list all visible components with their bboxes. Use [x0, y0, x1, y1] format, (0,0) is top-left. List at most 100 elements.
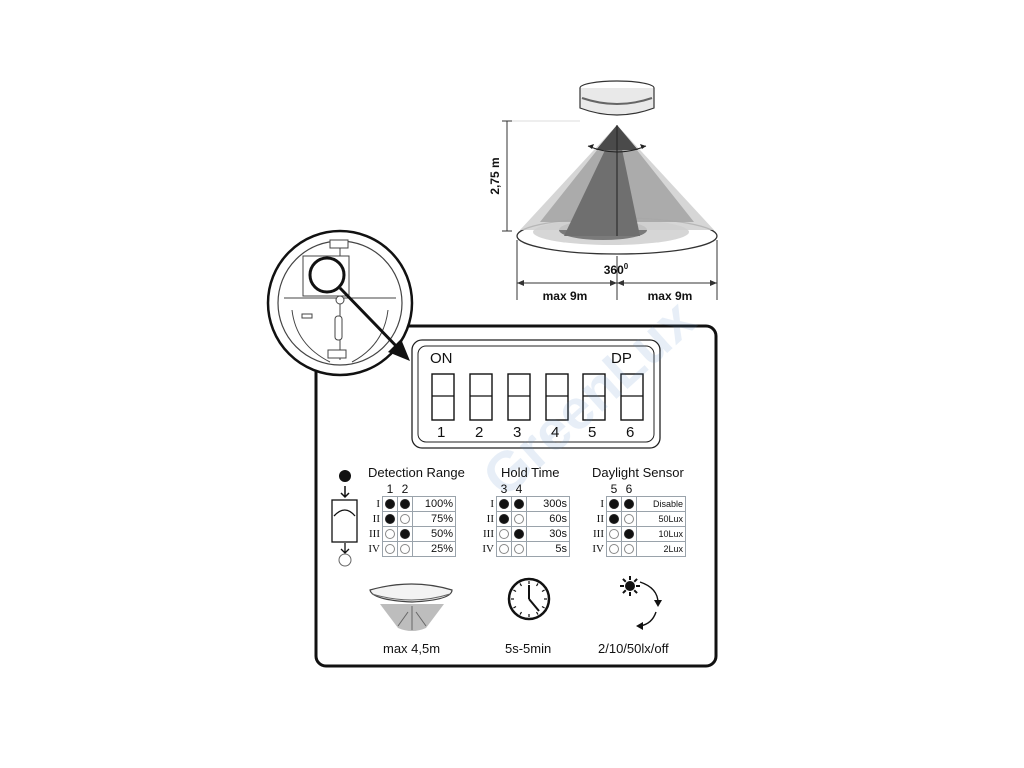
setting-value: 50% — [412, 526, 456, 542]
clock-icon — [507, 577, 551, 621]
switch-state-cell — [382, 496, 398, 512]
dip-number-4: 4 — [551, 424, 560, 441]
dip-number-2: 2 — [475, 424, 484, 441]
table-col-header: 1 — [382, 482, 398, 497]
table-row: II 75% — [366, 511, 456, 527]
dip-number-5: 5 — [588, 424, 597, 441]
fixture-screw — [335, 295, 345, 305]
table-col-header: 6 — [621, 482, 637, 497]
clock-tick — [513, 605, 517, 609]
empty-dot-icon — [514, 514, 524, 525]
empty-dot-icon — [400, 514, 410, 525]
slider-arrow-down — [340, 486, 350, 499]
switch-state-cell — [382, 511, 398, 527]
range-icon-arrow-l — [397, 611, 409, 627]
slider-knob — [333, 509, 356, 517]
detection-cone-illustration: 2,75 m 3600 max 9m max 9m — [488, 80, 718, 303]
slider-on-dot — [339, 470, 351, 482]
clock-tick — [541, 605, 545, 609]
magnifier-ring — [308, 256, 346, 294]
height-label: 2,75 m — [488, 157, 502, 194]
dip-number-1: 1 — [437, 424, 446, 441]
rotation-arrow-right — [640, 144, 646, 149]
magnifier-arrowhead — [388, 339, 410, 361]
cycle-arrowhead-top — [654, 600, 662, 607]
setting-value: 30s — [526, 526, 570, 542]
dip-switch-4[interactable] — [545, 373, 569, 421]
row-numeral: III — [369, 528, 380, 540]
switch-state-cell — [397, 541, 413, 557]
fixture-arc-left — [291, 309, 331, 363]
dip-switch-3[interactable] — [507, 373, 531, 421]
filled-dot-icon — [499, 499, 509, 510]
setting-value: 25% — [412, 541, 456, 557]
dip-dp-label: DP — [611, 350, 632, 367]
switch-state-cell — [397, 526, 413, 542]
dip-switch-1[interactable] — [431, 373, 455, 421]
clock-tick — [513, 589, 517, 593]
range-icon-lamp-band — [371, 593, 451, 601]
range-arrow-left — [517, 280, 524, 286]
dip-switch-2[interactable] — [469, 373, 493, 421]
clock-tick — [519, 611, 523, 615]
filled-dot-icon — [609, 499, 619, 510]
slider-arrow-down-2 — [340, 543, 350, 554]
range-arrow-mid-r — [617, 280, 624, 286]
dip-switch-6[interactable] — [620, 373, 644, 421]
filled-dot-icon — [624, 499, 634, 510]
fixture-bracket-top — [329, 239, 349, 249]
empty-dot-icon — [609, 529, 619, 540]
sun-core — [625, 581, 635, 591]
range-right-label: max 9m — [648, 289, 693, 303]
switch-state-cell — [496, 511, 512, 527]
switch-state-cell — [621, 541, 637, 557]
clock-tick — [519, 583, 523, 587]
switch-state-cell — [511, 496, 527, 512]
row-numeral: IV — [368, 543, 380, 555]
daylight-sensor-title: Daylight Sensor — [592, 465, 684, 480]
filled-dot-icon — [499, 514, 509, 525]
clock-tick — [535, 583, 539, 587]
filled-dot-icon — [514, 499, 524, 510]
dip-number-3: 3 — [513, 424, 522, 441]
row-numeral: I — [600, 498, 604, 510]
empty-dot-icon — [385, 544, 395, 555]
dip-switch-5[interactable] — [582, 373, 606, 421]
fixture-top-view — [266, 229, 414, 377]
setting-value: 60s — [526, 511, 570, 527]
angle-label: 3600 — [604, 262, 629, 277]
table-row: III 10Lux — [590, 526, 686, 542]
setting-value: 300s — [526, 496, 570, 512]
slider-body — [331, 499, 358, 543]
fixture-body — [579, 88, 655, 116]
table-row: IV 25% — [366, 541, 456, 557]
table-row: I Disable — [590, 496, 686, 512]
switch-state-cell — [382, 541, 398, 557]
detection-range-icon — [369, 583, 453, 631]
filled-dot-icon — [514, 529, 524, 540]
sun-ray — [622, 589, 627, 594]
filled-dot-icon — [400, 529, 410, 540]
setting-value: 5s — [526, 541, 570, 557]
slider-legend-icon — [331, 470, 358, 567]
switch-state-cell — [496, 541, 512, 557]
clock-tick — [541, 589, 545, 593]
setting-value: 75% — [412, 511, 456, 527]
row-numeral: II — [372, 513, 380, 525]
setting-value: Disable — [636, 496, 686, 512]
row-numeral: III — [593, 528, 604, 540]
table-value-header — [526, 482, 570, 497]
switch-state-cell — [606, 526, 622, 542]
fixture-bracket-bottom — [327, 349, 347, 359]
rotation-arc — [587, 145, 647, 153]
setting-value: 10Lux — [636, 526, 686, 542]
fixture-arc-right — [351, 309, 389, 363]
range-arrow-mid-l — [610, 280, 617, 286]
switch-state-cell — [606, 511, 622, 527]
